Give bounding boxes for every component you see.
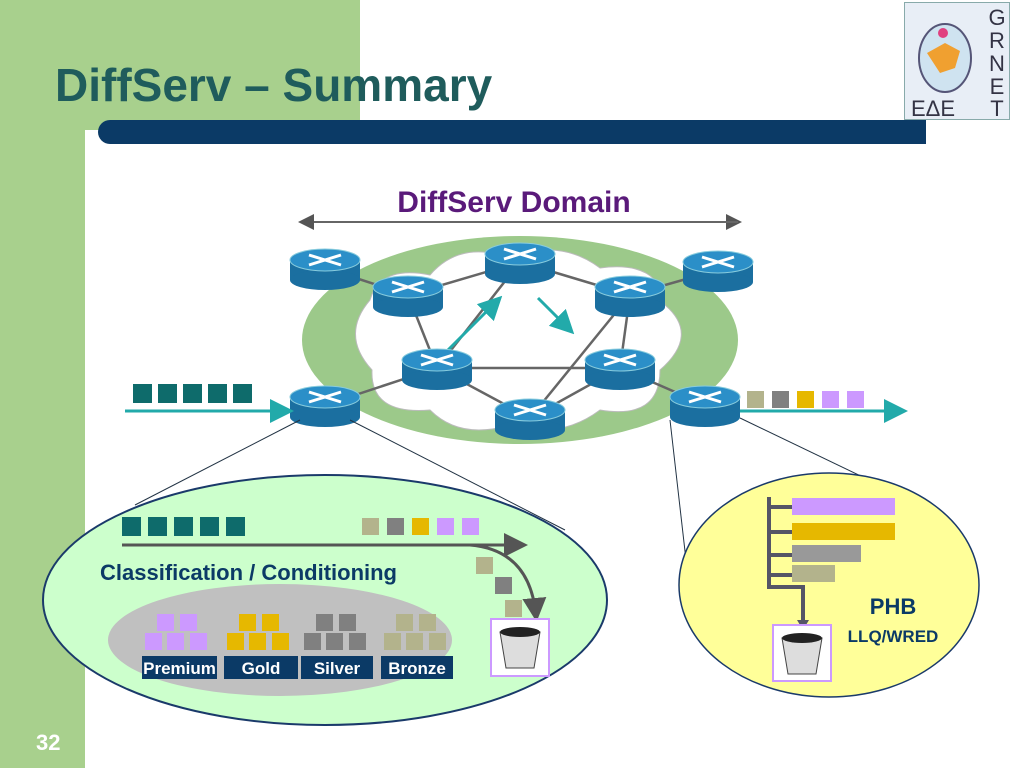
phb-oval <box>678 472 980 698</box>
class-packet <box>145 633 162 650</box>
unclassified-packet <box>183 384 202 403</box>
class-packet <box>396 614 413 631</box>
slide-title: DiffServ – Summary <box>55 59 493 111</box>
class-silver: Silver <box>301 614 373 679</box>
class-packet <box>384 633 401 650</box>
class-packet <box>262 614 279 631</box>
classified-packet <box>747 391 764 408</box>
router-icon <box>401 348 473 390</box>
top-band <box>85 0 360 130</box>
class-packet <box>190 633 207 650</box>
classified-packet <box>412 518 429 535</box>
svg-text:N: N <box>989 51 1005 76</box>
classification-label: Classification / Conditioning <box>100 560 397 585</box>
drop-bucket-icon <box>490 618 550 677</box>
class-packet <box>239 614 256 631</box>
class-packet <box>180 614 197 631</box>
class-label: Gold <box>242 659 281 678</box>
unclassified-packet <box>208 384 227 403</box>
class-label: Silver <box>314 659 361 678</box>
dropped-packet <box>476 557 493 574</box>
queue-silver <box>792 545 861 562</box>
class-packet <box>304 633 321 650</box>
classified-packet <box>847 391 864 408</box>
unclassified-packet <box>158 384 177 403</box>
classified-packet <box>797 391 814 408</box>
queue-bronze <box>792 565 835 582</box>
class-packet <box>406 633 423 650</box>
grnet-logo: G R N E T ΕΔΕ <box>904 2 1010 120</box>
class-packet <box>157 614 174 631</box>
class-packet <box>339 614 356 631</box>
phb-bucket-icon <box>772 624 832 682</box>
unclassified-packet <box>133 384 152 403</box>
class-packet <box>272 633 289 650</box>
unclassified-packet <box>200 517 219 536</box>
class-label: Premium <box>143 659 216 678</box>
dropped-packet <box>495 577 512 594</box>
queue-gold <box>792 523 895 540</box>
router-icon <box>584 348 656 390</box>
class-bronze: Bronze <box>381 614 453 679</box>
unclassified-packet <box>226 517 245 536</box>
class-gold: Gold <box>224 614 298 679</box>
svg-text:T: T <box>990 96 1003 119</box>
router-icon <box>289 385 361 427</box>
classified-packet <box>437 518 454 535</box>
unclassified-packet <box>233 384 252 403</box>
svg-text:G: G <box>988 5 1005 30</box>
svg-text:R: R <box>989 28 1005 53</box>
router-icon <box>289 248 361 290</box>
classified-packet <box>362 518 379 535</box>
page-number: 32 <box>36 730 61 755</box>
class-packet <box>419 614 436 631</box>
unclassified-packet <box>174 517 193 536</box>
classified-packet <box>772 391 789 408</box>
class-packet <box>249 633 266 650</box>
classified-packet <box>462 518 479 535</box>
domain-label: DiffServ Domain <box>397 186 630 219</box>
router-icon <box>594 275 666 317</box>
dropped-packet <box>505 600 522 617</box>
queue-premium <box>792 498 895 515</box>
class-label: Bronze <box>388 659 446 678</box>
svg-text:E: E <box>990 74 1005 99</box>
classified-packet <box>387 518 404 535</box>
class-packet <box>429 633 446 650</box>
class-packet <box>326 633 343 650</box>
svg-text:ΕΔΕ: ΕΔΕ <box>911 96 955 119</box>
router-icon <box>494 398 566 440</box>
router-icon <box>669 385 741 427</box>
class-packet <box>167 633 184 650</box>
class-packet <box>349 633 366 650</box>
phb-sub-label: LLQ/WRED <box>848 627 939 646</box>
title-underline-bar <box>98 120 926 144</box>
class-packet <box>227 633 244 650</box>
unclassified-packet <box>122 517 141 536</box>
classified-packet <box>822 391 839 408</box>
class-premium: Premium <box>142 614 217 679</box>
unclassified-packet <box>148 517 167 536</box>
router-icon <box>484 242 556 284</box>
router-icon <box>372 275 444 317</box>
class-packet <box>316 614 333 631</box>
phb-label: PHB <box>870 594 916 619</box>
router-icon <box>682 250 754 292</box>
